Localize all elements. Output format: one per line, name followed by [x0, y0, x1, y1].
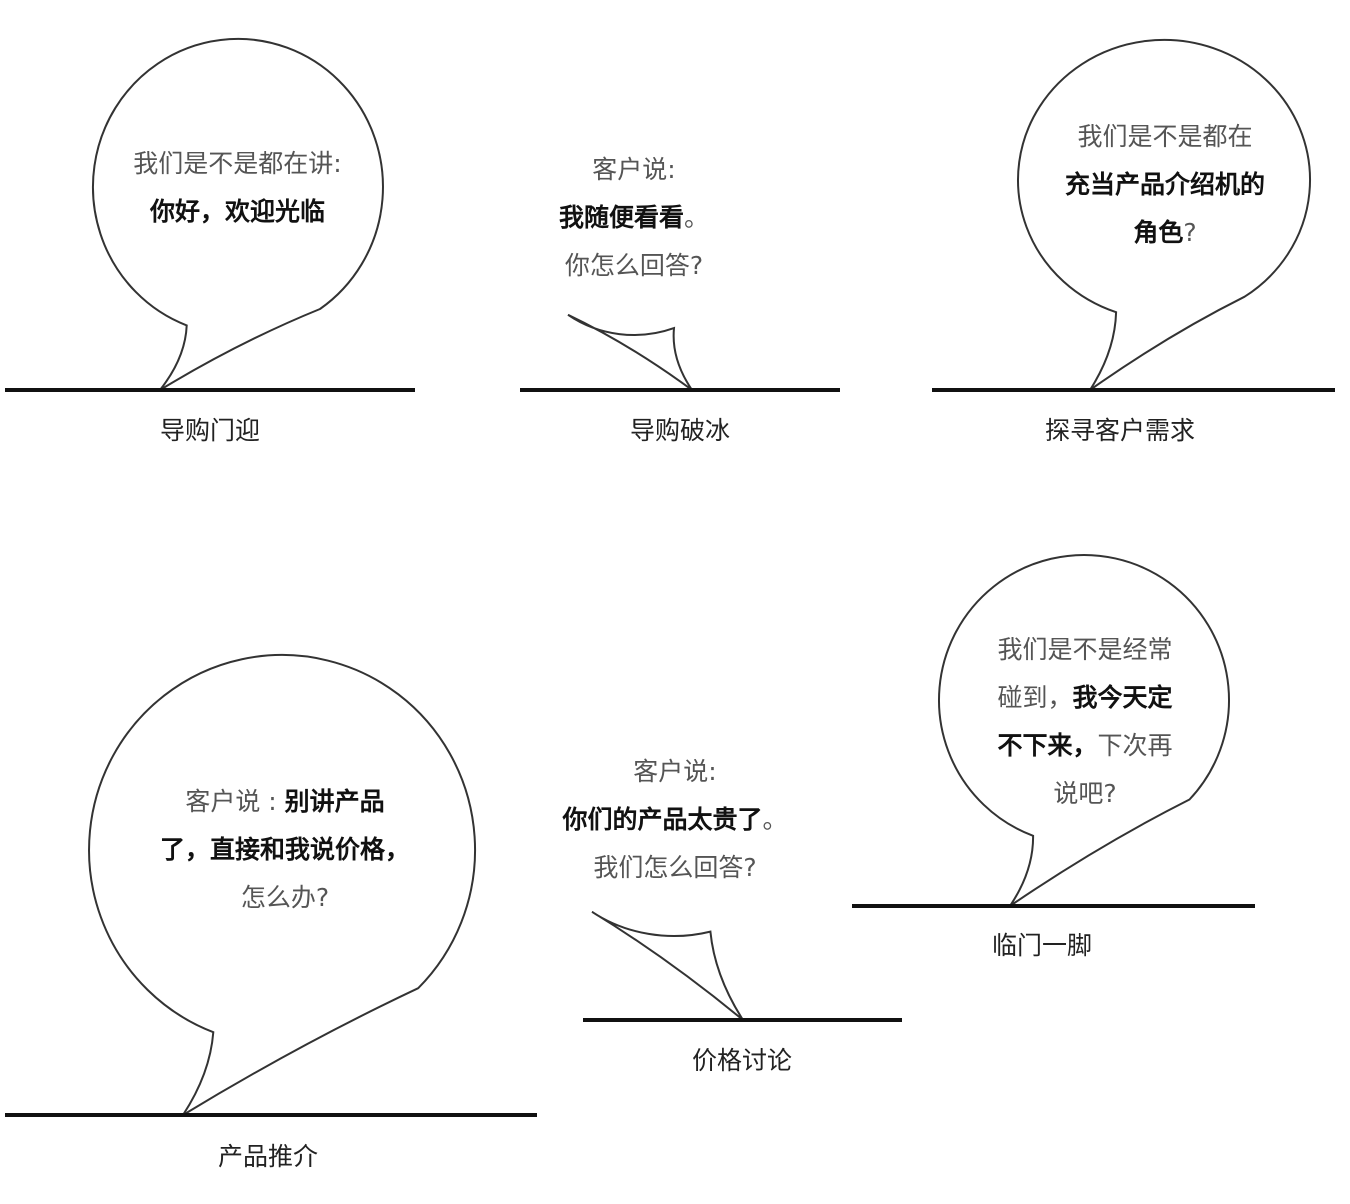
bubble-line: 客户说: — [544, 748, 806, 796]
stage-label-icebreak: 导购破冰 — [629, 416, 730, 445]
bubble-text-emphasis: 了，直接和我说价格， — [159, 835, 410, 864]
bubble-text-plain: 我们是不是经常 — [997, 635, 1173, 664]
bubble-line: 充当产品介绍机的 — [1040, 161, 1290, 209]
bubble-text-plain: 。 — [684, 203, 710, 232]
bubble-line: 我们怎么回答? — [544, 844, 806, 892]
bubble-line: 碰到，我今天定 — [960, 674, 1210, 722]
bubble-text-plain: 我们怎么回答? — [593, 853, 757, 882]
bubble-text-plain: 我们是不是都在 — [1077, 122, 1253, 151]
bubble-text-emphasis: 充当产品介绍机的 — [1064, 170, 1265, 199]
bubble-text-product: 客户说 : 别讲产品了，直接和我说价格， 怎么办? — [130, 778, 440, 922]
bubble-text-emphasis: 你们的产品太贵了 — [562, 805, 763, 834]
bubble-text-emphasis: 我随便看看 — [558, 203, 684, 232]
bubble-line: 我们是不是都在 — [1040, 113, 1290, 161]
speech-bubble-product — [88, 653, 477, 1116]
bubble-line: 你怎么回答? — [520, 242, 748, 290]
bubble-text-greeting: 我们是不是都在讲: 你好，欢迎光临 — [100, 140, 375, 236]
bubble-line: 你好，欢迎光临 — [100, 188, 375, 236]
speech-bubble-needs — [1017, 38, 1311, 391]
bubble-line: 我们是不是都在讲: — [100, 140, 375, 188]
stage-label-closing: 临门一脚 — [991, 931, 1092, 960]
bubble-line: 我随便看看。 — [520, 194, 748, 242]
bubble-line: 说吧? — [960, 770, 1210, 818]
bubble-line: 我们是不是经常 — [960, 626, 1210, 674]
bubble-text-price: 客户说:你们的产品太贵了。我们怎么回答? — [544, 748, 806, 892]
bubble-line: 怎么办? — [130, 874, 440, 922]
bubble-text-emphasis: 我今天定 — [1072, 683, 1173, 712]
stage-label-needs: 探寻客户需求 — [1044, 416, 1195, 445]
bubble-text-plain: 客户说: — [633, 757, 717, 786]
stage-label-price: 价格讨论 — [691, 1046, 792, 1075]
bubble-line: 角色? — [1040, 209, 1290, 257]
bubble-line: 你们的产品太贵了。 — [544, 796, 806, 844]
bubble-line: 客户说: — [520, 146, 748, 194]
bubble-text-plain: ? — [1183, 218, 1197, 247]
bubble-text-plain: 我们是不是都在讲: — [133, 149, 342, 178]
bubble-line: 不下来，下次再 — [960, 722, 1210, 770]
bubble-text-plain: 客户说 : — [185, 787, 285, 816]
speech-bubble-icebreak — [567, 313, 693, 391]
speech-bubble-price — [591, 910, 744, 1021]
bubble-text-plain: 说吧? — [1053, 779, 1117, 808]
stage-label-product: 产品推介 — [217, 1142, 318, 1171]
bubble-text-plain: 下次再 — [1097, 731, 1173, 760]
bubble-text-plain: 碰到， — [997, 683, 1073, 712]
bubble-text-emphasis: 你好，欢迎光临 — [149, 197, 325, 226]
bubble-text-emphasis: 别讲产品 — [284, 787, 385, 816]
bubble-text-plain: 。 — [762, 805, 788, 834]
bubble-text-plain: 客户说: — [592, 155, 676, 184]
bubble-text-plain: 你怎么回答? — [564, 251, 704, 280]
speech-bubble-greeting — [91, 37, 384, 391]
stage-label-greeting: 导购门迎 — [159, 416, 260, 445]
bubble-text-closing: 我们是不是经常碰到，我今天定不下来，下次再说吧? — [960, 626, 1210, 818]
bubble-line: 客户说 : 别讲产品 — [130, 778, 440, 826]
bubble-text-needs: 我们是不是都在充当产品介绍机的角色? — [1040, 113, 1290, 257]
bubble-line: 了，直接和我说价格， — [130, 826, 440, 874]
speech-bubble-closing — [938, 554, 1230, 907]
bubble-text-icebreak: 客户说: 我随便看看。你怎么回答? — [520, 146, 748, 290]
bubble-text-emphasis: 不下来， — [997, 731, 1098, 760]
bubble-text-plain: 怎么办? — [240, 883, 330, 912]
bubble-text-emphasis: 角色 — [1133, 218, 1184, 247]
